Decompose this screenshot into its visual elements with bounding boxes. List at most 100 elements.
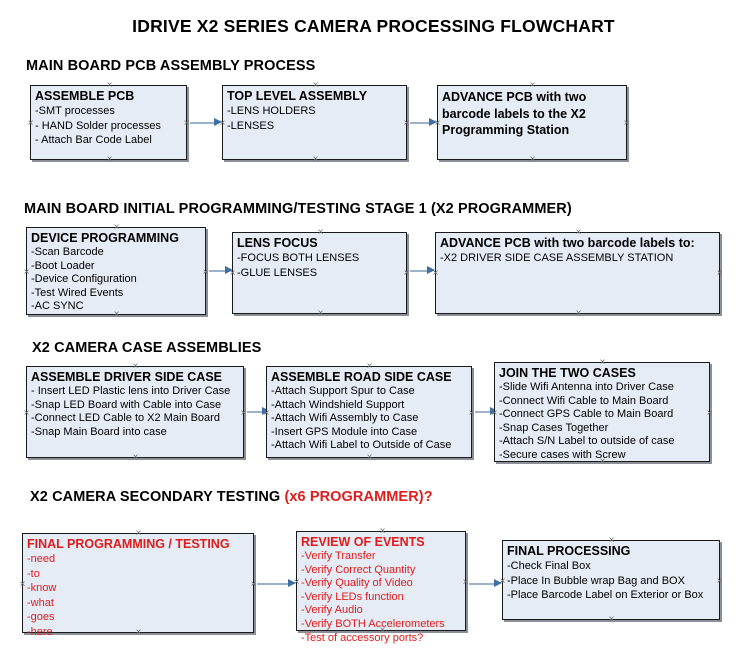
handle-top-icon[interactable] [365, 362, 374, 371]
handle-top-icon[interactable] [134, 529, 143, 538]
node-line: -SMT processes [35, 105, 115, 117]
handle-bottom-icon[interactable] [131, 453, 140, 462]
section-heading-text: X2 CAMERA CASE ASSEMBLIES [32, 340, 262, 356]
node-line: -Verify Correct Quantity [301, 563, 416, 576]
page-title: IDRIVE X2 SERIES CAMERA PROCESSING FLOWC… [132, 16, 615, 36]
section-heading-main-board-pcb-assembly-process: MAIN BOARD PCB ASSEMBLY PROCESS [26, 58, 315, 74]
handle-left-icon[interactable] [490, 409, 499, 418]
section-heading-text: MAIN BOARD INITIAL PROGRAMMING/TESTING S… [24, 201, 572, 217]
handle-bottom-icon[interactable] [134, 628, 143, 637]
node-line: -Verify BOTH Accelerometers [301, 617, 445, 630]
node-line: - Insert LED Plastic lens into Driver Ca… [31, 385, 231, 397]
node-line: -AC SYNC [31, 300, 84, 313]
connector-line [410, 270, 432, 272]
node-title: FINAL PROCESSING [507, 544, 631, 558]
node-line: -Check Final Box [507, 560, 591, 572]
handle-left-icon[interactable] [292, 578, 301, 587]
node-line: -what [27, 596, 54, 609]
node-line: - HAND Solder processes [35, 119, 161, 132]
handle-right-icon[interactable] [715, 577, 724, 586]
section-heading-main-board-initial-programming-testing-stage-1: MAIN BOARD INITIAL PROGRAMMING/TESTING S… [24, 201, 572, 217]
node-line: -Verify Transfer [301, 550, 376, 562]
handle-bottom-icon[interactable] [574, 309, 583, 318]
node-line: -Slide Wifi Antenna into Driver Case [499, 381, 674, 393]
handle-top-icon[interactable] [105, 81, 114, 90]
node-title: REVIEW OF EVENTS [301, 535, 425, 549]
handle-right-icon[interactable] [715, 269, 724, 278]
handle-left-icon[interactable] [18, 580, 27, 589]
node-title: LENS FOCUS [237, 236, 318, 250]
connector-line [209, 270, 229, 272]
node-line: -Connect GPS Cable to Main Board [499, 408, 674, 421]
handle-left-icon[interactable] [498, 577, 507, 586]
handle-bottom-icon[interactable] [528, 155, 537, 164]
node-line: -FOCUS BOTH LENSES [237, 252, 360, 264]
handle-top-icon[interactable] [598, 358, 607, 367]
handle-bottom-icon[interactable] [378, 626, 387, 635]
handle-bottom-icon[interactable] [112, 310, 121, 319]
node-title: ASSEMBLE DRIVER SIDE CASE [31, 370, 223, 384]
handle-bottom-icon[interactable] [311, 155, 320, 164]
handle-top-icon[interactable] [311, 81, 320, 90]
node-assemble-driver-side-case[interactable]: ASSEMBLE DRIVER SIDE CASE - Insert LED P… [26, 366, 244, 458]
node-line: -Verify Audio [301, 604, 363, 617]
node-line-overflow: -Test of accessory ports? [301, 631, 424, 644]
node-line: -need [27, 553, 56, 565]
handle-top-icon[interactable] [378, 527, 387, 536]
handle-left-icon[interactable] [22, 268, 31, 277]
node-line: -Insert GPS Module into Case [271, 425, 418, 438]
node-assemble-pcb[interactable]: ASSEMBLE PCB -SMT processes - HAND Solde… [30, 85, 187, 160]
handle-top-icon[interactable] [528, 81, 537, 90]
handle-bottom-icon[interactable] [316, 309, 325, 318]
handle-top-icon[interactable] [112, 223, 121, 232]
handle-right-icon[interactable] [622, 119, 631, 128]
node-line: -Snap Main Board into case [31, 425, 167, 438]
node-line: -Secure cases with Screw [499, 448, 626, 461]
node-review-of-events[interactable]: REVIEW OF EVENTS -Verify Transfer -Verif… [296, 531, 466, 644]
node-lens-focus[interactable]: LENS FOCUS -FOCUS BOTH LENSES -GLUE LENS… [232, 232, 407, 314]
node-assemble-road-side-case[interactable]: ASSEMBLE ROAD SIDE CASE -Attach Support … [266, 366, 472, 458]
node-title: ADVANCE PCB with two barcode labels to: [440, 236, 695, 250]
node-line: -Scan Barcode [31, 246, 104, 258]
node-line: -Place In Bubble wrap Bag and BOX [507, 574, 685, 587]
handle-left-icon[interactable] [22, 409, 31, 418]
node-line: -goes [27, 611, 55, 623]
handle-right-icon[interactable] [705, 409, 714, 418]
connector-line [257, 583, 290, 585]
connector-line [475, 411, 493, 413]
node-final-processing[interactable]: FINAL PROCESSING -Check Final Box -Place… [502, 540, 720, 620]
section-heading-note: (x6 PROGRAMMER)? [284, 489, 433, 505]
handle-top-icon[interactable] [574, 228, 583, 237]
handle-left-icon[interactable] [431, 269, 440, 278]
handle-top-icon[interactable] [607, 536, 616, 545]
node-top-level-assembly[interactable]: TOP LEVEL ASSEMBLY -LENS HOLDERS -LENSES [222, 85, 407, 160]
node-line: -Attach Support Spur to Case [271, 385, 415, 397]
handle-bottom-icon[interactable] [365, 453, 374, 462]
node-join-the-two-cases[interactable]: JOIN THE TWO CASES -Slide Wifi Antenna i… [494, 362, 710, 462]
node-advance-pcb-to-x2-programming-station[interactable]: ADVANCE PCB with two barcode labels to t… [437, 85, 627, 160]
node-line: -to [27, 567, 40, 580]
handle-top-icon[interactable] [131, 362, 140, 371]
node-line: -LENSES [227, 119, 275, 132]
handle-top-icon[interactable] [316, 228, 325, 237]
node-line: -Attach Windshield Support [271, 398, 405, 411]
node-title: ASSEMBLE PCB [35, 89, 135, 103]
handle-left-icon[interactable] [218, 119, 227, 128]
node-line: -Test Wired Events [31, 286, 124, 299]
node-line: -Connect LED Cable to X2 Main Board [31, 412, 220, 425]
node-line: -Connect Wifi Cable to Main Board [499, 394, 669, 407]
handle-bottom-icon[interactable] [598, 457, 607, 466]
handle-left-icon[interactable] [262, 409, 271, 418]
node-device-programming[interactable]: DEVICE PROGRAMMING -Scan Barcode -Boot L… [26, 227, 206, 315]
handle-left-icon[interactable] [228, 269, 237, 278]
node-advance-pcb-to-driver-side-case-assembly-station[interactable]: ADVANCE PCB with two barcode labels to: … [435, 232, 720, 314]
handle-bottom-icon[interactable] [105, 155, 114, 164]
handle-left-icon[interactable] [26, 119, 35, 128]
handle-bottom-icon[interactable] [607, 615, 616, 624]
connector-line [410, 122, 434, 124]
handle-left-icon[interactable] [433, 119, 442, 128]
section-heading-text: X2 CAMERA SECONDARY TESTING [30, 489, 285, 505]
node-title: JOIN THE TWO CASES [499, 366, 636, 380]
node-final-programming-testing[interactable]: FINAL PROGRAMMING / TESTING -need -to -k… [22, 533, 254, 638]
